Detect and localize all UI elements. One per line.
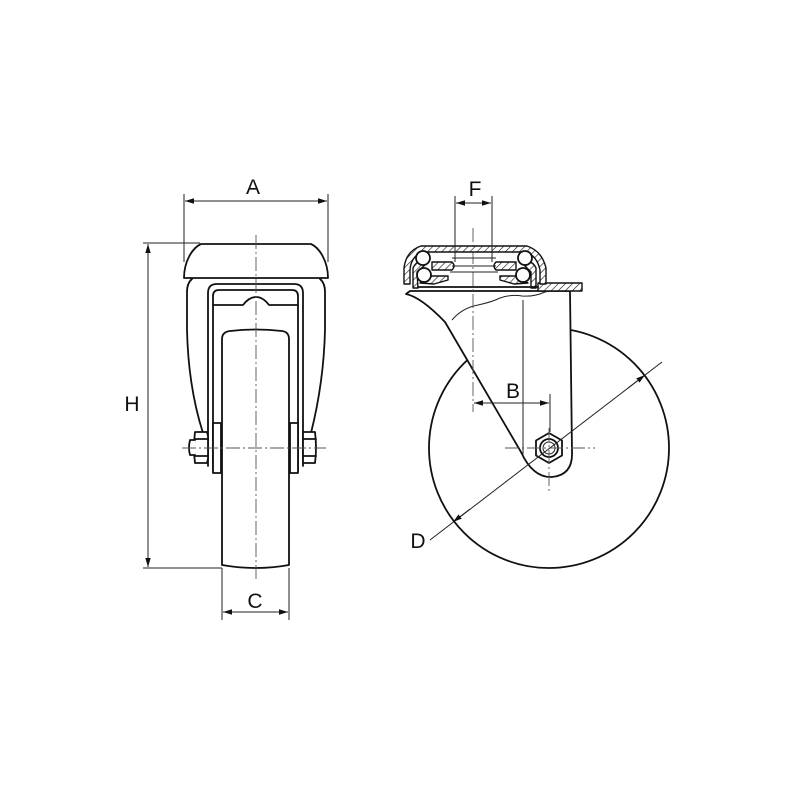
- fork-bracket-outer: [207, 283, 304, 467]
- wheel-front: [221, 328, 290, 569]
- housing-outline-right: [310, 278, 326, 434]
- label-h: H: [124, 393, 139, 416]
- dimension-h: H: [124, 242, 222, 569]
- fork-crossbar: [212, 296, 299, 306]
- dimension-b: B: [474, 380, 551, 432]
- label-c: C: [247, 590, 262, 613]
- dimension-c: C: [221, 568, 290, 620]
- label-b: B: [506, 380, 520, 403]
- label-d: D: [410, 530, 425, 553]
- front-view: [182, 235, 329, 582]
- fork-body: [405, 290, 573, 478]
- bearing-section: [403, 245, 547, 289]
- side-view: [403, 228, 670, 569]
- housing-outline: [186, 278, 204, 434]
- fork-bracket-inner: [212, 289, 299, 471]
- nut-left: [188, 431, 209, 464]
- label-f: F: [469, 178, 482, 201]
- dimension-f: F: [454, 178, 493, 262]
- label-a: A: [246, 176, 260, 199]
- nut-right: [302, 431, 317, 464]
- dimension-d: D: [410, 361, 663, 553]
- dimension-a: A: [183, 176, 329, 262]
